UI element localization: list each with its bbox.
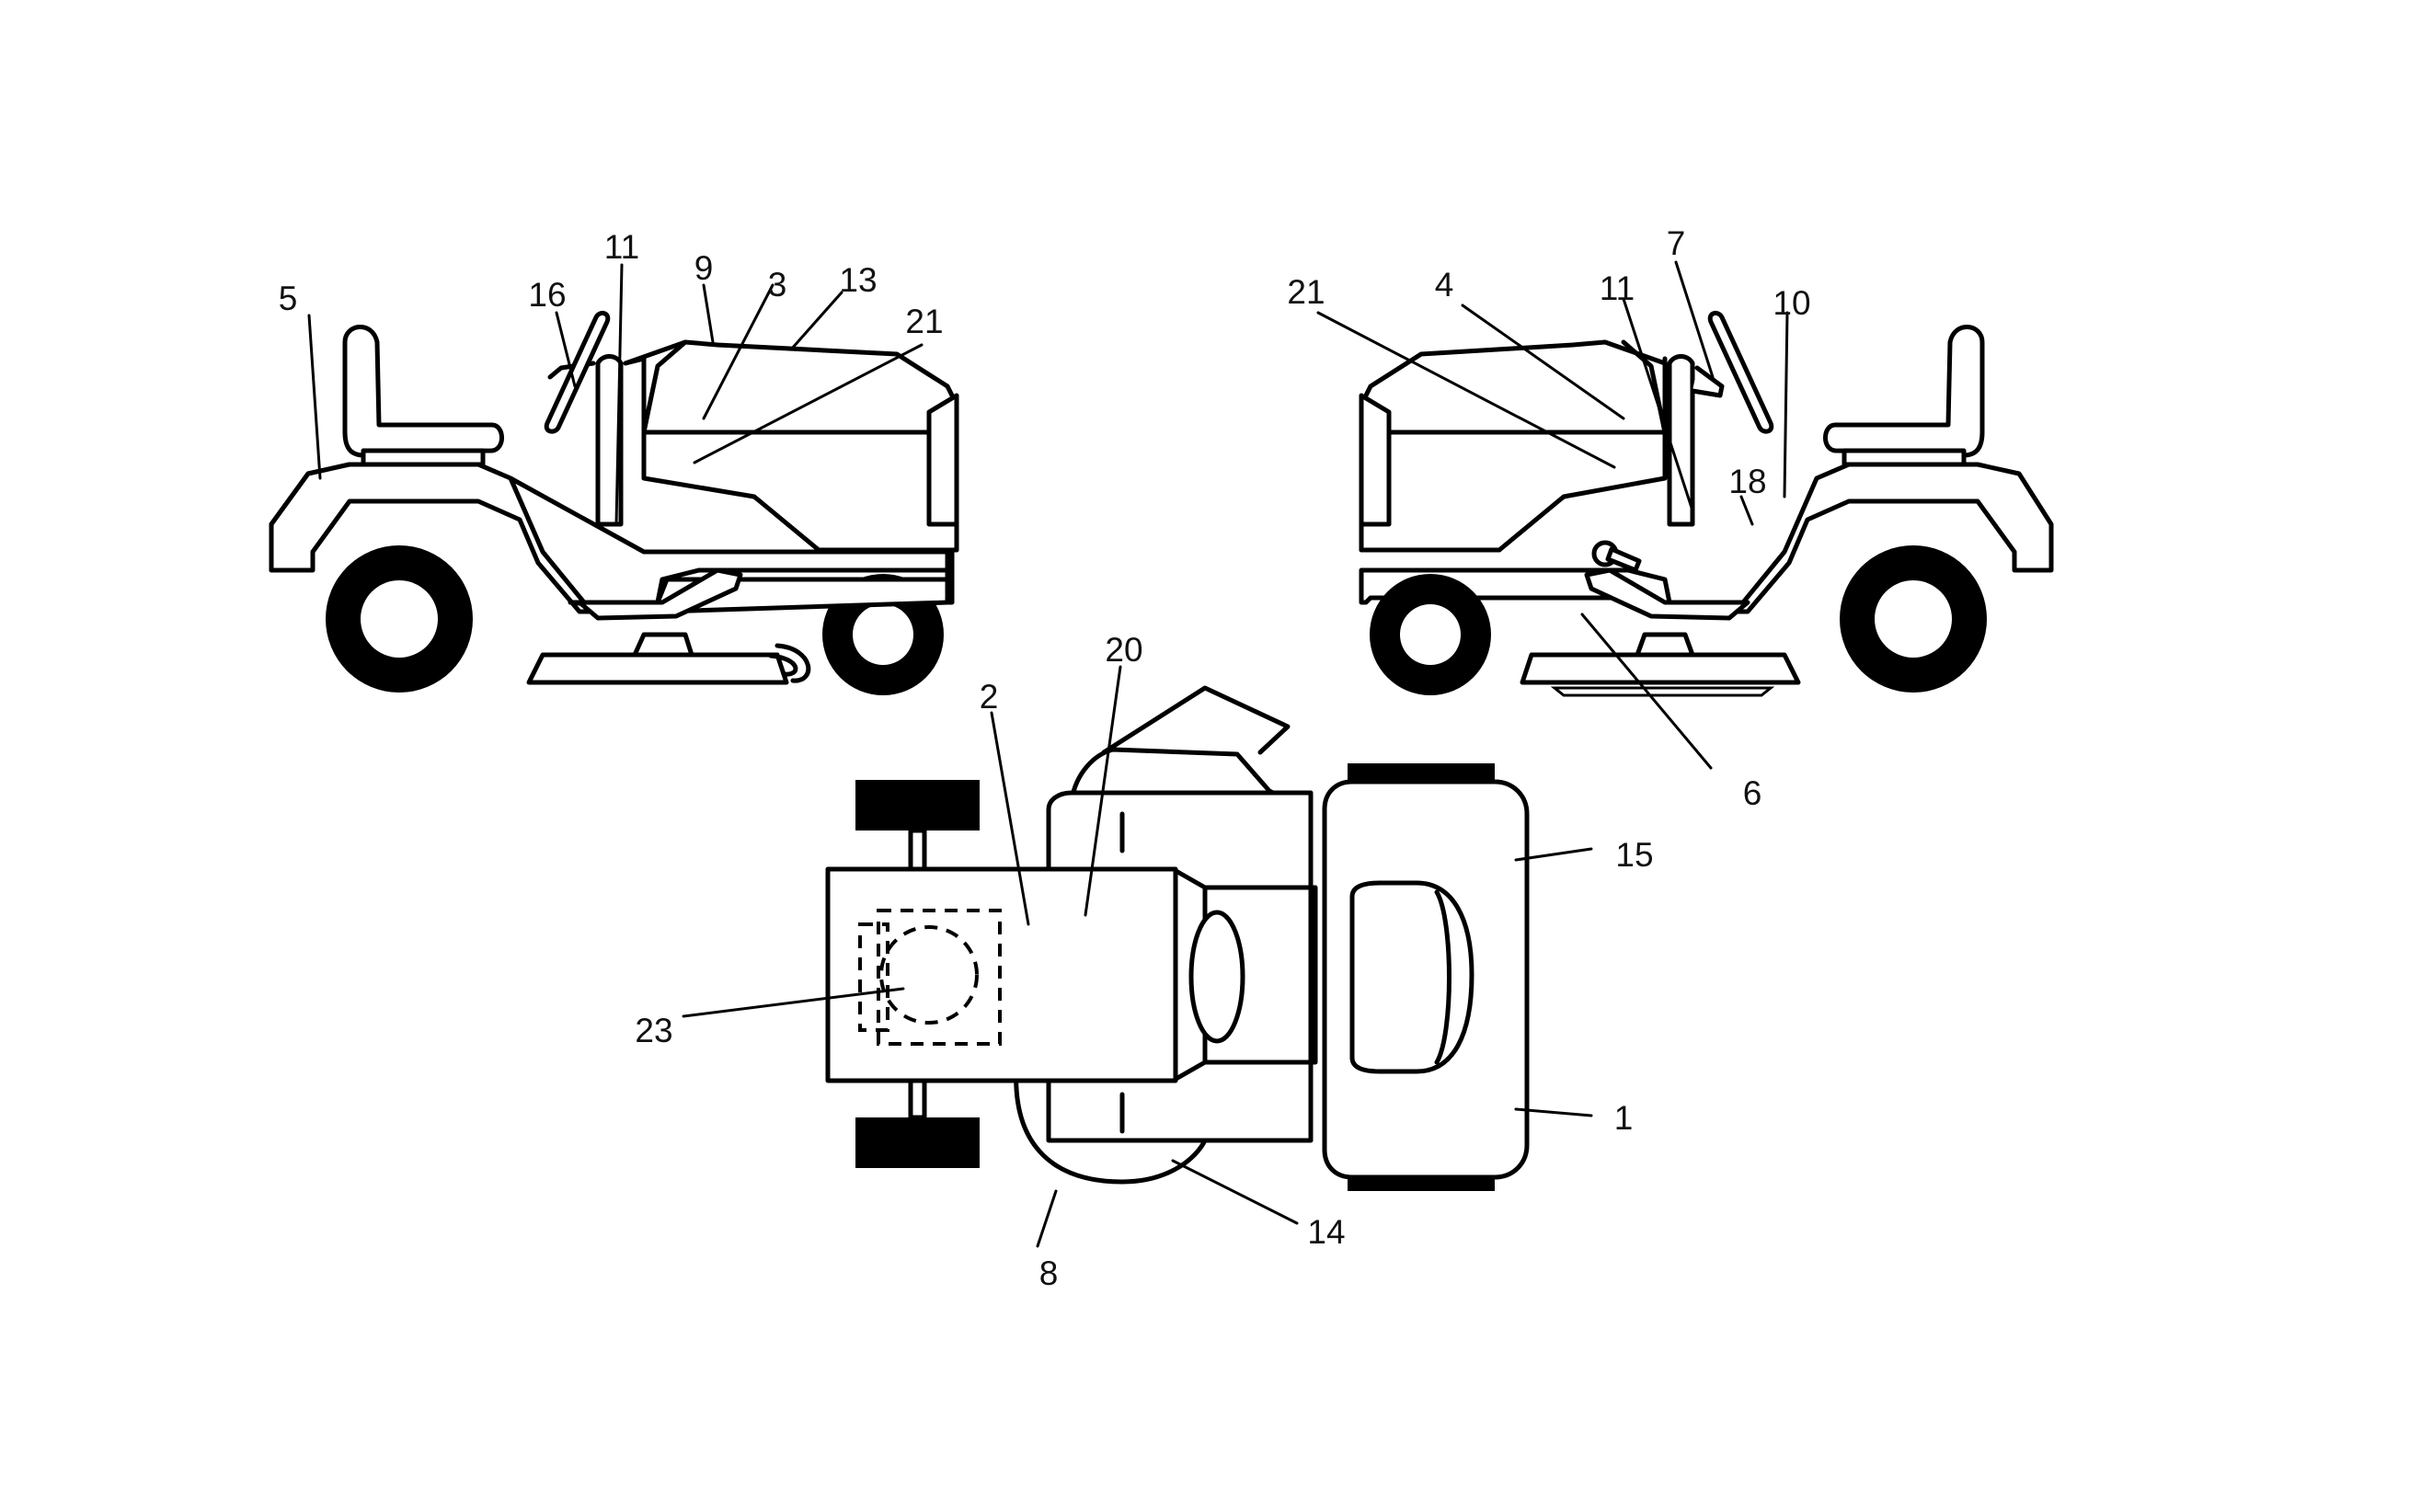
callout-21-left: 21 (905, 303, 943, 340)
callout-6-right: 6 (1743, 774, 1762, 812)
callout-4-right: 4 (1435, 266, 1454, 304)
discharge-chute-top (1101, 685, 1291, 755)
callout-labels: 5 16 11 9 3 13 21 21 4 11 7 10 18 6 2 20… (279, 224, 1811, 1292)
front-wheel-right (1370, 574, 1491, 695)
callout-16-left: 16 (528, 276, 566, 314)
callout-23-top: 23 (635, 1012, 672, 1049)
lift-lever-right (1591, 540, 1642, 573)
callout-14-top: 14 (1307, 1213, 1345, 1251)
seat-right (1823, 325, 1985, 467)
rear-wheel-left (326, 545, 473, 693)
callout-20-top: 20 (1105, 631, 1142, 669)
steering-wheel-left (544, 310, 611, 434)
mower-deck-right (1520, 632, 1801, 697)
callout-9-left: 9 (694, 249, 714, 287)
seat-left (342, 325, 504, 467)
steering-wheel-right (1707, 310, 1774, 434)
rear-wheel-top-upper (855, 780, 980, 830)
callout-13-left: 13 (839, 261, 877, 299)
callout-1-top: 1 (1614, 1099, 1634, 1137)
tractor-top-view (825, 685, 1530, 1191)
callout-21-right: 21 (1287, 273, 1325, 311)
callout-11-right: 11 (1600, 269, 1635, 307)
front-wheel-top-upper (1348, 763, 1495, 782)
callout-8-top: 8 (1039, 1254, 1059, 1292)
callout-7-right: 7 (1667, 224, 1686, 262)
footrest-right (1584, 567, 1750, 621)
mower-deck-left (526, 632, 811, 685)
tractor-left-side-view (269, 310, 959, 695)
callout-3-left: 3 (768, 266, 787, 304)
rear-wheel-top-lower (855, 1117, 980, 1168)
callout-5-left: 5 (279, 280, 298, 317)
leader-lines (307, 260, 1789, 1248)
callout-10-right: 10 (1773, 284, 1810, 322)
callout-11-left: 11 (604, 228, 639, 266)
seat-top (1349, 880, 1474, 1074)
callout-18-right: 18 (1728, 463, 1766, 500)
callout-2-top: 2 (980, 678, 999, 716)
callout-15-top: 15 (1615, 836, 1653, 874)
tractor-right-side-view (1359, 310, 2054, 697)
footrest-left (577, 567, 743, 621)
rear-wheel-right (1840, 545, 1987, 693)
